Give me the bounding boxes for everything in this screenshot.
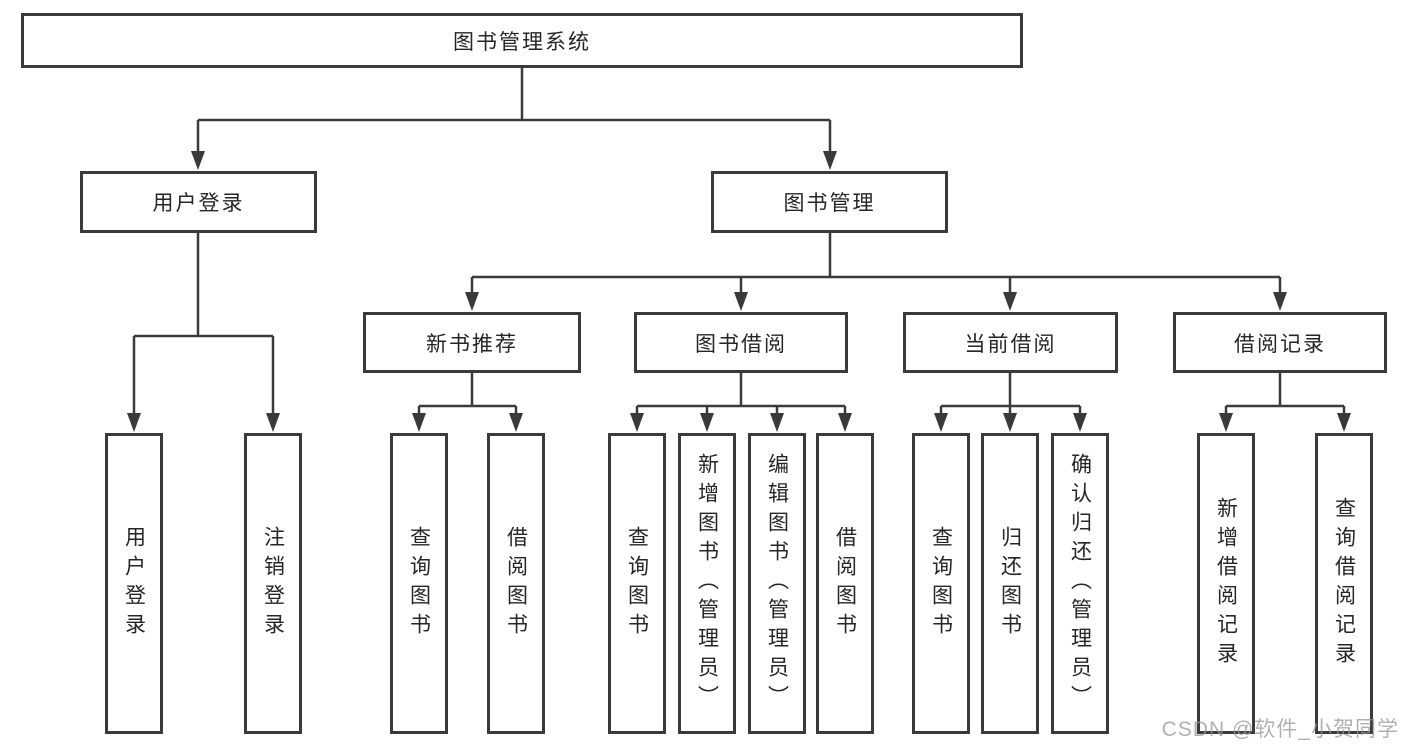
leaf-nbr-query-books: 查询图书 bbox=[390, 433, 448, 734]
leaf-user-login-label: 用户登录 bbox=[122, 525, 146, 642]
leaf-br-add-record: 新增借阅记录 bbox=[1197, 433, 1255, 734]
leaf-cb-return-books-label: 归还图书 bbox=[998, 525, 1022, 642]
leaf-br-query-record: 查询借阅记录 bbox=[1315, 433, 1373, 734]
leaf-cb-return-books: 归还图书 bbox=[981, 433, 1039, 734]
leaf-cb-confirm-return-admin: 确认归还（管理员） bbox=[1051, 433, 1109, 734]
node-borrow-records: 借阅记录 bbox=[1173, 312, 1387, 373]
leaf-br-query-record-label: 查询借阅记录 bbox=[1332, 496, 1356, 671]
node-book-borrow: 图书借阅 bbox=[634, 312, 848, 373]
leaf-cb-query-books-label: 查询图书 bbox=[929, 525, 953, 642]
leaf-br-add-record-label: 新增借阅记录 bbox=[1214, 496, 1238, 671]
node-root-label: 图书管理系统 bbox=[453, 30, 591, 54]
node-user-login: 用户登录 bbox=[80, 171, 317, 233]
node-root-system: 图书管理系统 bbox=[21, 13, 1023, 68]
node-book-borrow-label: 图书借阅 bbox=[695, 332, 787, 356]
leaf-bb-add-books-admin-label: 新增图书（管理员） bbox=[695, 453, 719, 714]
node-book-management: 图书管理 bbox=[711, 171, 948, 233]
node-current-borrow-label: 当前借阅 bbox=[964, 332, 1057, 356]
leaf-nbr-borrow-books: 借阅图书 bbox=[487, 433, 545, 734]
node-current-borrow: 当前借阅 bbox=[903, 312, 1118, 373]
leaf-logout: 注销登录 bbox=[244, 433, 302, 734]
leaf-nbr-query-books-label: 查询图书 bbox=[407, 525, 431, 642]
node-new-book-recommend: 新书推荐 bbox=[363, 312, 581, 373]
leaf-logout-label: 注销登录 bbox=[261, 525, 285, 642]
node-user-login-label: 用户登录 bbox=[152, 192, 245, 215]
arrowhead-icons bbox=[127, 151, 1351, 432]
leaf-bb-borrow-books-label: 借阅图书 bbox=[833, 525, 857, 642]
node-new-book-recommend-label: 新书推荐 bbox=[426, 332, 518, 356]
leaf-nbr-borrow-books-label: 借阅图书 bbox=[504, 525, 528, 642]
node-borrow-records-label: 借阅记录 bbox=[1234, 332, 1326, 356]
leaf-cb-confirm-return-admin-label: 确认归还（管理员） bbox=[1068, 453, 1092, 714]
leaf-bb-borrow-books: 借阅图书 bbox=[816, 433, 874, 734]
csdn-watermark: CSDN @软件_小贺同学 bbox=[1161, 718, 1399, 741]
leaf-bb-edit-books-admin-label: 编辑图书（管理员） bbox=[765, 453, 789, 714]
node-book-management-label: 图书管理 bbox=[783, 192, 876, 215]
leaf-user-login: 用户登录 bbox=[105, 433, 163, 734]
leaf-bb-query-books: 查询图书 bbox=[608, 433, 666, 734]
leaf-bb-add-books-admin: 新增图书（管理员） bbox=[678, 433, 736, 734]
leaf-bb-query-books-label: 查询图书 bbox=[625, 525, 649, 642]
leaf-bb-edit-books-admin: 编辑图书（管理员） bbox=[748, 433, 806, 734]
leaf-cb-query-books: 查询图书 bbox=[912, 433, 970, 734]
